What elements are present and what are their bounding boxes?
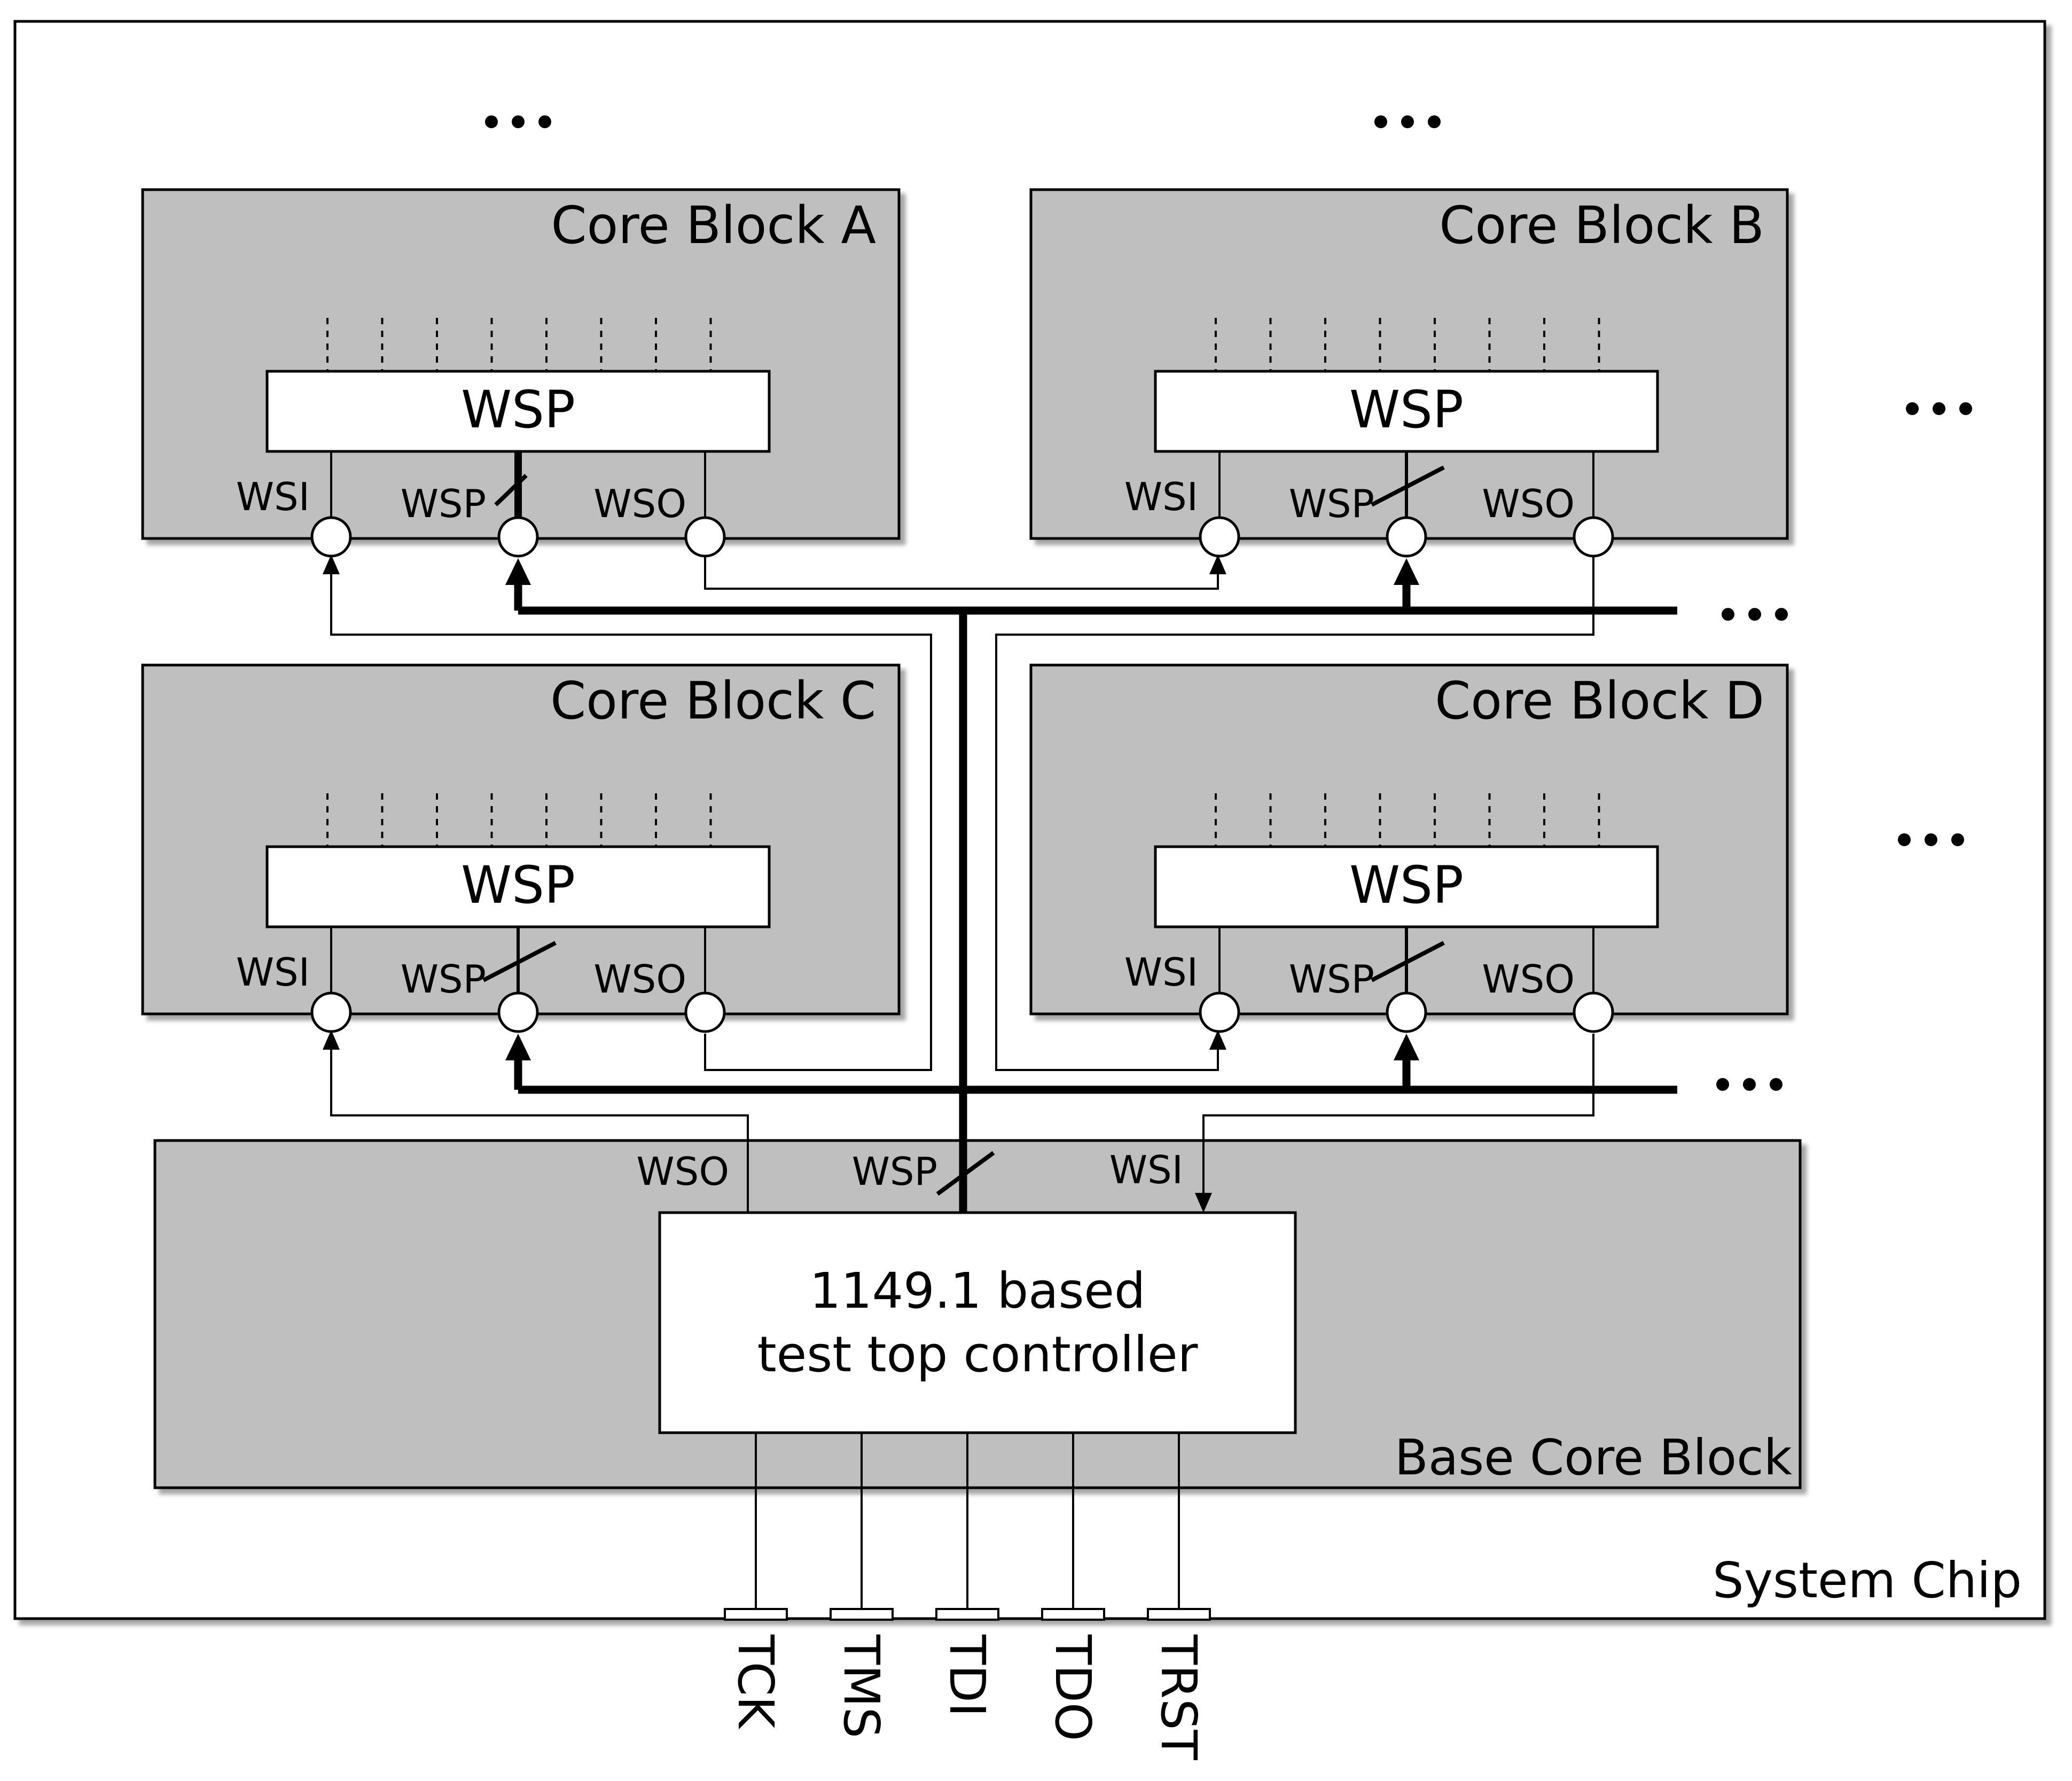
core-block-d: Core Block D WSP WSI WSP WSO: [1029, 663, 1789, 1033]
ellipsis-top-left: [485, 115, 551, 128]
system-chip-label: System Chip: [1713, 1552, 2022, 1609]
wso-port: [684, 516, 726, 558]
wsp-bus-slash: [1371, 465, 1445, 507]
wsp-box-label: WSP: [461, 855, 575, 915]
core-block-d-body: [1029, 663, 1789, 1016]
core-block-b-title: Core Block B: [1439, 196, 1764, 255]
pin-label: TDO: [1044, 1634, 1101, 1741]
wsi-label: WSI: [236, 474, 310, 519]
core-block-c-body: [141, 663, 901, 1016]
wso-port: [1573, 991, 1614, 1033]
ellipsis-bus2: [1716, 1078, 1782, 1091]
core-block-c: Core Block C WSP WSI WSP WSO: [141, 663, 901, 1033]
wsp-box: [265, 845, 771, 928]
ellipsis-right-row2: [1898, 833, 1964, 846]
pin-label: TDI: [939, 1634, 996, 1717]
wso-port: [1573, 516, 1614, 558]
pin-label: TRST: [1150, 1634, 1207, 1761]
wsp-bus-slash: [1371, 941, 1445, 982]
controller-label-line2: test top controller: [757, 1326, 1198, 1383]
wsp-box-label: WSP: [1349, 855, 1464, 915]
wsp-port: [1386, 516, 1427, 558]
pin-tdo: TDO: [1041, 1433, 1105, 1741]
wsp-bus-slash: [494, 474, 528, 506]
base-wsi-label: WSI: [1109, 1147, 1183, 1192]
wsi-label: WSI: [1124, 950, 1198, 995]
wsp-label: WSP: [1289, 957, 1374, 1002]
pin-tms: TMS: [830, 1433, 894, 1738]
ellipsis-top-right: [1374, 115, 1441, 128]
ellipsis-bus1: [1722, 608, 1788, 621]
wso-port: [684, 991, 726, 1033]
pin-label: TCK: [727, 1634, 784, 1730]
wso-label: WSO: [1482, 957, 1575, 1002]
wsp-box: [1154, 370, 1659, 453]
wsp-label: WSP: [401, 481, 486, 526]
base-wsp-label: WSP: [852, 1149, 937, 1194]
wsp-port: [1386, 991, 1427, 1033]
base-wso-label: WSO: [636, 1149, 729, 1194]
wsi-port: [1199, 516, 1240, 558]
wsi-label: WSI: [236, 950, 310, 995]
base-core-block-title: Base Core Block: [1395, 1429, 1793, 1486]
test-top-controller: [658, 1211, 1297, 1434]
wsi-port: [310, 516, 352, 558]
jtag-pins: TCK TMS TDI TDO TRST: [724, 1433, 1211, 1761]
pin-tck: TCK: [724, 1433, 788, 1730]
wso-label: WSO: [593, 957, 686, 1002]
wsp-port: [497, 991, 539, 1033]
pin-trst: TRST: [1147, 1433, 1211, 1761]
wsp-port: [497, 516, 539, 558]
core-block-a-title: Core Block A: [551, 196, 876, 255]
wsp-label: WSP: [1289, 481, 1374, 526]
controller-label-line1: 1149.1 based: [810, 1262, 1146, 1319]
wso-label: WSO: [1482, 481, 1575, 526]
base-wsp-bus-slash: [936, 1151, 995, 1196]
wsp-box-label: WSP: [461, 380, 575, 440]
core-block-a: Core Block A WSP WSI WSP WSO: [141, 188, 901, 558]
wsp-label: WSP: [401, 957, 486, 1002]
pin-tdi: TDI: [935, 1433, 999, 1717]
interconnect-wiring: WSO WSP WSI: [323, 554, 1677, 1213]
wsi-port: [1199, 991, 1240, 1033]
wsp-bus-slash: [482, 941, 557, 982]
wsp-box: [265, 370, 771, 453]
wso-label: WSO: [593, 481, 686, 526]
pin-label: TMS: [833, 1634, 890, 1738]
core-block-c-title: Core Block C: [550, 671, 876, 731]
core-blocks: Core Block A WSP WSI WSP WSO Core Block B WSP W…: [141, 188, 1789, 1033]
ellipsis-right-row1: [1906, 402, 1972, 415]
wsp-box-label: WSP: [1349, 380, 1464, 440]
wsi-port: [310, 991, 352, 1033]
core-block-d-title: Core Block D: [1435, 671, 1764, 731]
core-block-b: Core Block B WSP WSI WSP WSO: [1029, 188, 1789, 558]
wsi-label: WSI: [1124, 474, 1198, 519]
